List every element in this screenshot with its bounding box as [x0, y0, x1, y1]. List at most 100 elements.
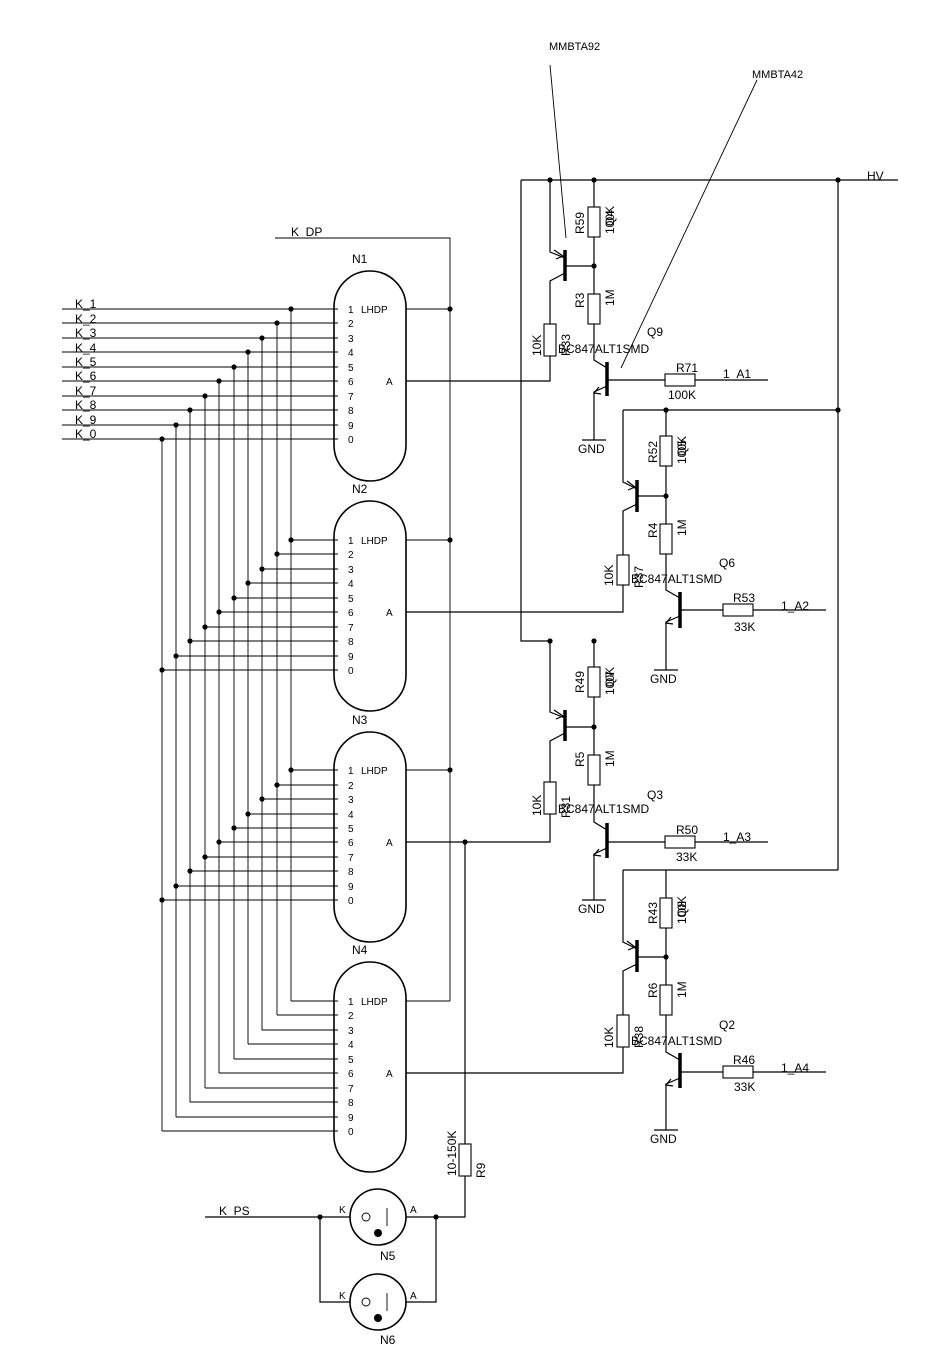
tube-pin: 2 — [348, 550, 354, 561]
driver-stage-3: R49 100K Q7 R5 1M 10K R31 BC847ALT1SMD Q… — [406, 641, 768, 916]
npn-ref: Q3 — [647, 788, 663, 802]
npn-ref: Q6 — [719, 556, 735, 570]
tube-pin: 7 — [348, 853, 354, 864]
tube-pin: 3 — [348, 795, 354, 806]
tube-ref: N2 — [352, 482, 368, 496]
pnp-emitter-res-ref: R49 — [573, 671, 587, 693]
pnp-base-res-ref: R3 — [573, 292, 587, 308]
tube-anode-label: A — [386, 1069, 393, 1080]
lamp-resistor-value: 10-150K — [445, 1131, 459, 1176]
k-bus-junctions — [159, 306, 294, 903]
neon-lamp-n6: K A N6 — [339, 1273, 417, 1347]
lamp-k-label: K — [339, 1205, 346, 1216]
output-label: 1_A4 — [781, 1061, 809, 1075]
npn-ref: Q2 — [719, 1018, 735, 1032]
npn-base-res-ref: R71 — [676, 361, 698, 375]
resistor — [722, 1065, 754, 1079]
npn-base-res-val: 33K — [676, 850, 697, 864]
pnp-ref: Q7 — [603, 671, 617, 687]
resistor — [543, 323, 557, 357]
npn-base-res-ref: R50 — [676, 823, 698, 837]
tube-pin: 4 — [348, 579, 354, 590]
resistor — [543, 781, 557, 815]
k-bus-labels: K_1 K_2 K_3 K_4 K_5 K_6 K_7 K_8 K_9 K_0 — [75, 297, 97, 441]
npn-collector-res-ref: R33 — [559, 334, 573, 356]
net-label-k8: K_8 — [75, 398, 97, 412]
tube-ref: N3 — [352, 713, 368, 727]
tube-pin: 2 — [348, 319, 354, 330]
neon-lamp-section: 10-150K R9 K_PS K A N5 K A N6 — [205, 842, 488, 1347]
npn-base-res-ref: R53 — [733, 591, 755, 605]
tube-anode-label: A — [386, 838, 393, 849]
tube-pin: 2 — [348, 781, 354, 792]
nixie-tube-n1: N1 LHDP A 1 2 3 4 5 6 7 8 9 0 — [333, 252, 407, 482]
gnd-label: GND — [578, 902, 605, 916]
npn-base-res-ref: R46 — [733, 1053, 755, 1067]
net-label-k4: K_4 — [75, 341, 97, 355]
resistor — [659, 897, 673, 929]
tube-dp-label: LHDP — [361, 536, 388, 547]
tube-pin: 9 — [348, 1113, 354, 1124]
net-label-k2: K_2 — [75, 312, 97, 326]
output-label: 1_A1 — [723, 367, 751, 381]
net-label-k5: K_5 — [75, 355, 97, 369]
net-label-k-dp: K_DP — [291, 225, 322, 239]
gnd-label: GND — [650, 1132, 677, 1146]
npn-base-res-val: 100K — [668, 388, 696, 402]
npn-collector-res-val: 10K — [602, 1027, 616, 1048]
gnd-label: GND — [578, 442, 605, 456]
output-label: 1_A2 — [781, 599, 809, 613]
tube-pin: 1 — [348, 305, 354, 316]
tube-pin: 7 — [348, 392, 354, 403]
npn-type: BC847ALT1SMD — [631, 1034, 722, 1048]
tube-pin: 9 — [348, 882, 354, 893]
tube-pin: 4 — [348, 348, 354, 359]
net-label-k7: K_7 — [75, 384, 97, 398]
net-label-k6: K_6 — [75, 369, 97, 383]
tube-pin: 5 — [348, 363, 354, 374]
tube-pin: 0 — [348, 896, 354, 907]
tube-pin: 9 — [348, 652, 354, 663]
tube-pin: 8 — [348, 1098, 354, 1109]
lamp-ref: N5 — [380, 1249, 396, 1263]
pnp-base-res-val: 1M — [675, 981, 689, 998]
resistor — [616, 554, 630, 586]
tube-pin: 8 — [348, 867, 354, 878]
tube-pin: 4 — [348, 1040, 354, 1051]
npn-type: BC847ALT1SMD — [631, 572, 722, 586]
resistor — [616, 1014, 630, 1048]
net-label-k-ps: K_PS — [219, 1204, 250, 1218]
resistor — [659, 523, 673, 555]
driver-stage-4: R43 100K Q8 R6 1M 10K R38 BC847ALT1SMD Q… — [406, 870, 826, 1146]
resistor — [664, 373, 696, 387]
k-dp-bus: K_DP — [275, 225, 453, 1002]
tube-pin: 7 — [348, 1084, 354, 1095]
tube-pin: 7 — [348, 623, 354, 634]
tube-pin: 2 — [348, 1011, 354, 1022]
tube-pin: 1 — [348, 766, 354, 777]
net-label-k1: K_1 — [75, 297, 97, 311]
tube-pin: 9 — [348, 421, 354, 432]
callout-pnp-part: MMBTA92 — [549, 41, 600, 53]
pnp-base-res-val: 1M — [603, 750, 617, 767]
npn-collector-res-ref: R38 — [632, 1026, 646, 1048]
tube-pin: 6 — [348, 377, 354, 388]
nixie-tube-n4: N4 LHDP A 1 2 3 4 5 6 7 8 9 0 — [333, 943, 407, 1173]
pnp-emitter-res-val: 100K — [603, 206, 617, 234]
tube-pin: 5 — [348, 1055, 354, 1066]
npn-collector-res-val: 10K — [530, 335, 544, 356]
tube-pin: 6 — [348, 838, 354, 849]
lamp-a-label: A — [410, 1205, 417, 1216]
part-callouts: MMBTA92 MMBTA42 — [549, 41, 803, 369]
npn-type: BC847ALT1SMD — [558, 802, 649, 816]
driver-stage-1: R59 100K Q4 R3 1M 10K R33 BC847ALT1SMD Q… — [406, 180, 768, 456]
tube-dp-label: LHDP — [361, 305, 388, 316]
lamp-k-label: K — [339, 1291, 346, 1302]
tube-pin: 0 — [348, 435, 354, 446]
npn-ref: Q9 — [647, 325, 663, 339]
pnp-emitter-res-val: 100K — [675, 896, 689, 924]
tube-anode-label: A — [386, 608, 393, 619]
resistor — [659, 435, 673, 467]
pnp-ref: Q5 — [675, 440, 689, 456]
lamp-a-label: A — [410, 1291, 417, 1302]
